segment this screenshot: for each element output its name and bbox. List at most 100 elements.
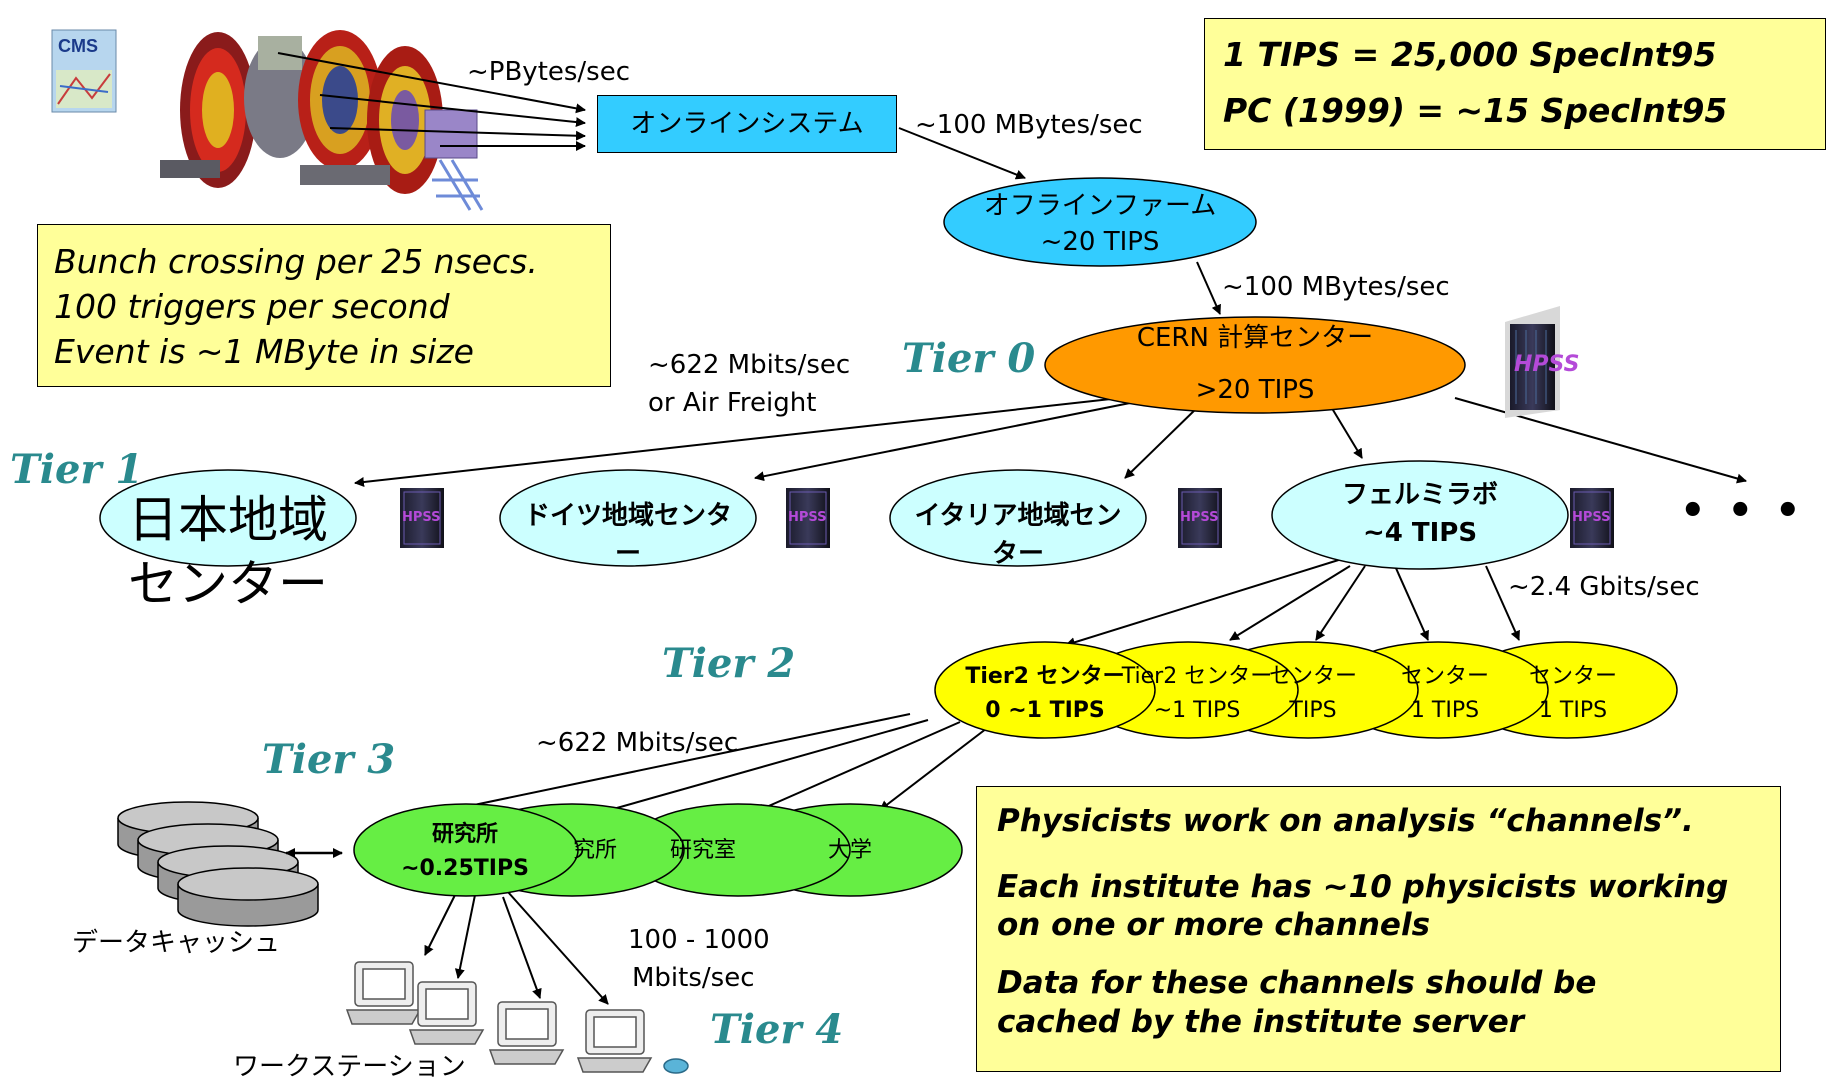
- tier1-label: Tier 1: [10, 446, 144, 493]
- tier2-4-label: センター 1 TIPS: [1370, 660, 1520, 728]
- note-line: Each institute has ~10 physicists workin…: [997, 869, 1729, 905]
- tier2-to-tier3-arrows: [449, 713, 996, 818]
- tier2-5-line2: 1 TIPS: [1538, 698, 1608, 723]
- tier2-1-label: Tier2 センター 0 ~1 TIPS: [935, 660, 1155, 728]
- italy-line2: ター: [991, 539, 1044, 569]
- tier2-5-line1: センター: [1528, 664, 1617, 689]
- tier2-3-line2: TIPS: [1289, 698, 1337, 723]
- tier2-1-line1: Tier2 センター: [965, 664, 1125, 689]
- online-system-label: オンラインシステム: [630, 109, 864, 139]
- japan-line2: センター: [128, 555, 328, 613]
- more-centers-ellipsis: • • •: [1680, 488, 1805, 534]
- note-line: on one or more channels: [997, 907, 1431, 943]
- hpss-italy-label: HPSS: [1180, 510, 1219, 525]
- rate-tier1-2: or Air Freight: [648, 388, 817, 418]
- tier2-center-1: [934, 641, 1156, 739]
- japan-center-label: 日本地域 センター: [100, 488, 356, 616]
- germany-line1: ドイツ地域センタ: [523, 501, 732, 531]
- tier2-2-label: Tier2 センター ~1 TIPS: [1112, 660, 1282, 728]
- cern-node: [1044, 316, 1466, 414]
- note-line: cached by the institute server: [997, 1004, 1525, 1040]
- note-line: PC (1999) = ~15 SpecInt95: [1223, 91, 1728, 130]
- note-line: 1 TIPS = 25,000 SpecInt95: [1223, 35, 1717, 74]
- offline-to-cern-arrow: [1196, 261, 1221, 315]
- italy-line1: イタリア地域セン: [914, 501, 1122, 531]
- tier3-university-label: 大学: [827, 838, 872, 863]
- tier2-4-line1: センター: [1400, 664, 1489, 689]
- detector-image: [160, 30, 484, 211]
- hpss-germany-label: HPSS: [788, 510, 827, 525]
- offline-farm-line2: ~20 TIPS: [1040, 227, 1160, 257]
- tier3-institute-2-label: 究所: [572, 838, 617, 863]
- institute-to-workstation-arrows: [424, 891, 609, 1005]
- hpss-japan-label: HPSS: [402, 510, 441, 525]
- rate-tier3: ~622 Mbits/sec: [536, 728, 739, 758]
- tier2-4-line2: 1 TIPS: [1410, 698, 1480, 723]
- italy-center-node: [889, 469, 1147, 567]
- fermilab-node: [1271, 460, 1569, 570]
- cern-line2: >20 TIPS: [1195, 375, 1315, 405]
- hpss-italy-icon: [1178, 488, 1222, 548]
- fermilab-line1: フェルミラボ: [1341, 480, 1498, 510]
- bunch-crossing-note: Bunch crossing per 25 nsecs. 100 trigger…: [37, 224, 611, 387]
- germany-center-label: ドイツ地域センタ ー: [500, 497, 756, 573]
- tier2-3-line1: センター: [1268, 664, 1357, 689]
- data-cache-icon: [117, 801, 319, 927]
- tier2-2-line2: ~1 TIPS: [1153, 698, 1241, 723]
- tier2-2-line1: Tier2 センター: [1121, 664, 1273, 689]
- workstation-icons: [345, 961, 689, 1074]
- note-line: Data for these channels should be: [997, 965, 1597, 1001]
- online-to-offline-arrow: [898, 127, 1026, 180]
- hpss-icons: [400, 306, 1614, 548]
- tier3-institute-1: [353, 803, 579, 897]
- offline-farm-node: [943, 177, 1257, 267]
- hpss-fermilab-label: HPSS: [1572, 510, 1611, 525]
- note-line: Physicists work on analysis “channels”.: [997, 803, 1694, 839]
- fermilab-label: フェルミラボ ~4 TIPS: [1272, 476, 1568, 552]
- offline-farm-line1: オフラインファーム: [983, 191, 1217, 221]
- rate-online-offline: ~100 MBytes/sec: [915, 110, 1143, 140]
- hpss-cern-label: HPSS: [1514, 352, 1580, 377]
- institute-line2: ~0.25TIPS: [401, 856, 529, 881]
- tier3-institute-1-label: 研究所 ~0.25TIPS: [370, 818, 560, 886]
- physicists-note: Physicists work on analysis “channels”. …: [976, 786, 1781, 1072]
- cern-label: CERN 計算センター >20 TIPS: [1045, 322, 1465, 406]
- cern-line1: CERN 計算センター: [1136, 323, 1374, 353]
- germany-line2: ー: [614, 539, 641, 569]
- data-cache-label: データキャッシュ: [72, 928, 281, 958]
- hpss-cern-icon: [1505, 306, 1560, 418]
- japan-line1: 日本地域: [128, 491, 328, 549]
- tier2-3-label: センター TIPS: [1238, 660, 1388, 728]
- online-system-box: オンラインシステム: [597, 95, 897, 153]
- cms-logo-icon: [51, 29, 117, 113]
- tier3-lab-label: 研究室: [669, 838, 736, 863]
- fermilab-line2: ~4 TIPS: [1362, 518, 1478, 548]
- rate-tier4-2: Mbits/sec: [632, 963, 755, 993]
- rate-tier2: ~2.4 Gbits/sec: [1508, 572, 1700, 602]
- tier3-label: Tier 3: [262, 736, 396, 783]
- note-line: Bunch crossing per 25 nsecs.: [54, 242, 538, 281]
- rate-tier1-1: ~622 Mbits/sec: [648, 350, 851, 380]
- detector-to-online-arrows: [277, 52, 586, 151]
- institute-line1: 研究所: [431, 822, 498, 847]
- tier2-5-label: センター 1 TIPS: [1498, 660, 1648, 728]
- note-line: 100 triggers per second: [54, 287, 450, 326]
- tier4-label: Tier 4: [710, 1006, 844, 1053]
- rate-pbytes: ~PBytes/sec: [467, 57, 631, 87]
- tips-definition-note: 1 TIPS = 25,000 SpecInt95 PC (1999) = ~1…: [1204, 18, 1826, 150]
- hpss-fermilab-icon: [1570, 488, 1614, 548]
- offline-farm-label: オフラインファーム ~20 TIPS: [944, 188, 1256, 260]
- italy-center-label: イタリア地域セン ター: [890, 497, 1146, 573]
- cern-to-tier1-arrows: [354, 397, 1747, 487]
- germany-center-node: [499, 469, 757, 567]
- japan-center-node: [99, 469, 357, 567]
- hpss-germany-icon: [786, 488, 830, 548]
- cms-logo-label: CMS: [58, 36, 98, 56]
- tier2-label: Tier 2: [662, 640, 796, 687]
- rate-offline-cern: ~100 MBytes/sec: [1222, 272, 1450, 302]
- workstations-label: ワークステーション: [233, 1052, 466, 1082]
- hpss-japan-icon: [400, 488, 444, 548]
- tier2-1-line2: 0 ~1 TIPS: [985, 698, 1105, 723]
- rate-tier4-1: 100 - 1000: [628, 925, 770, 955]
